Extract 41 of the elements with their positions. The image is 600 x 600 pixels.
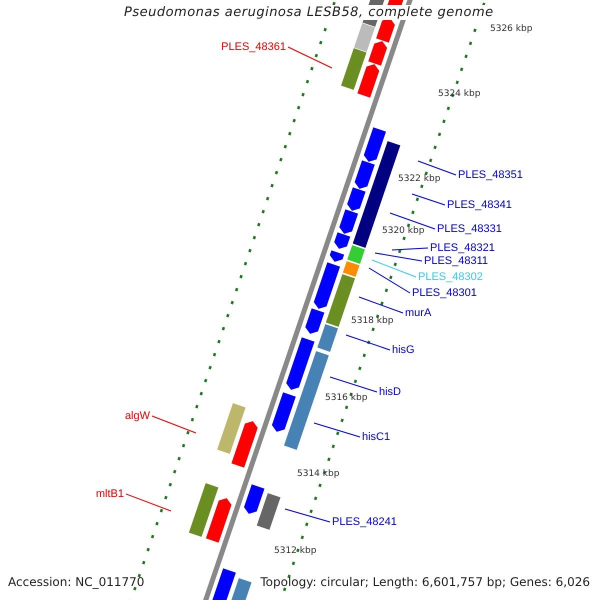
genome-info-text: Topology: circular; Length: 6,601,757 bp; Genes: 6,026 (260, 575, 590, 589)
scale-tick-label: 5318 kbp (351, 316, 394, 326)
leader-line (368, 268, 410, 294)
accession-text: Accession: NC_011770 (8, 575, 144, 589)
gene-label: PLES_48361 (221, 40, 286, 54)
leader-line (126, 494, 172, 512)
leader-line (288, 46, 332, 68)
gene-label: PLES_48302 (418, 270, 483, 284)
gene-label: hisC1 (362, 430, 390, 444)
leader-line (330, 376, 378, 392)
gene-label: algW (124, 409, 150, 423)
leader-line (374, 252, 422, 262)
scale-tick-label: 5312 kbp (274, 546, 316, 556)
gene-label: hisD (379, 385, 402, 399)
leader-line (314, 422, 360, 438)
leader-line (412, 194, 446, 206)
scale-tick-label: 5322 kbp (398, 174, 440, 184)
leader-line (418, 160, 456, 176)
scale-tick-label: 5326 kbp (490, 24, 532, 34)
leader-line (346, 334, 390, 350)
gene-label: PLES_48321 (430, 241, 495, 255)
leader-line (390, 212, 436, 230)
gene-label: PLES_48341 (447, 198, 512, 212)
leader-line (392, 248, 428, 250)
scale-tick-label: 5324 kbp (438, 89, 480, 99)
gene-label: PLES_48301 (412, 286, 477, 300)
leader-line (284, 508, 330, 522)
gene-label: PLES_48351 (458, 168, 523, 182)
leader-line (358, 296, 404, 314)
leader-line (372, 260, 416, 278)
gene-label: murA (405, 306, 432, 320)
leader-line (152, 416, 196, 434)
scale-tick-label: 5320 kbp (382, 226, 424, 236)
title: Pseudomonas aeruginosa LESB58, complete genome (122, 5, 496, 20)
scale-tick-label: 5314 kbp (297, 469, 340, 479)
gene-label: PLES_48241 (332, 515, 397, 529)
gene-label: hisG (392, 343, 415, 357)
gene-label: PLES_48311 (424, 254, 488, 268)
gene-label: mltB1 (96, 487, 124, 501)
scale-tick-label: 5316 kbp (325, 393, 368, 403)
gene-label: PLES_48331 (437, 222, 502, 236)
